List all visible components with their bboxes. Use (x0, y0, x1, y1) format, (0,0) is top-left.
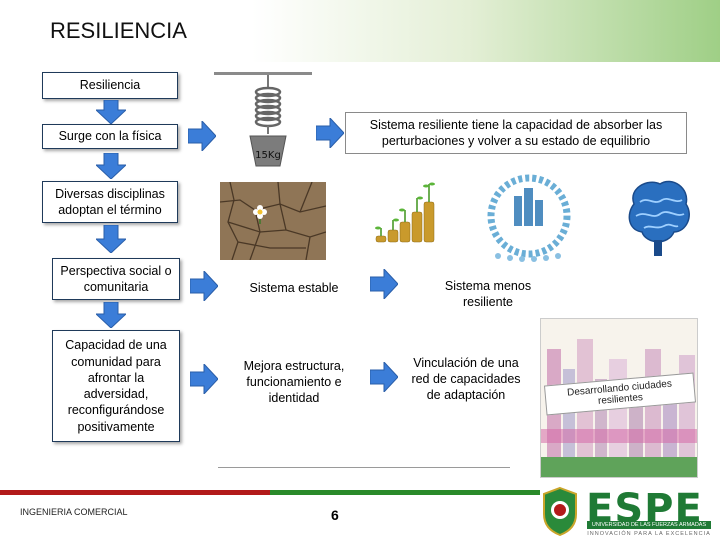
arrow-down-3-icon (96, 225, 126, 253)
page-number: 6 (331, 507, 339, 523)
box-perspectiva: Perspectiva social o comunitaria (52, 258, 180, 300)
espe-logo-tagline: INNOVACIÓN PARA LA EXCELENCIA (587, 531, 711, 537)
box-resiliencia: Resiliencia (42, 72, 178, 99)
vinculacion-text: Vinculación de una red de capacidades de… (411, 355, 521, 403)
sistema-estable-text: Sistema estable (249, 280, 339, 295)
box-disciplinas: Diversas disciplinas adoptan el término (42, 181, 178, 223)
slide-title: RESILIENCIA (50, 18, 187, 43)
arrow-right-6-icon (370, 362, 398, 392)
svg-text:15Kg: 15Kg (255, 150, 281, 161)
sistema-menos-resiliente-text: Sistema menos resiliente (444, 278, 532, 309)
cracked-earth-image (220, 182, 326, 260)
arrow-right-1-icon (188, 121, 216, 151)
arrow-down-2-icon (96, 153, 126, 179)
espe-seal-icon (543, 486, 577, 536)
header-band (0, 0, 720, 62)
mejora-text: Mejora estructura, funcionamiento e iden… (243, 358, 345, 406)
divider-line (218, 467, 510, 468)
espe-logo-subtitle: UNIVERSIDAD DE LAS FUERZAS ARMADAS (587, 521, 711, 529)
arrow-right-2-icon (316, 118, 344, 148)
community-circle-image (487, 174, 571, 262)
box-sistema-resiliente: Sistema resiliente tiene la capacidad de… (345, 112, 687, 154)
footer-left-text: INGENIERIA COMERCIAL (20, 507, 128, 517)
arrow-down-1-icon (96, 100, 126, 124)
coins-plants-image (375, 182, 435, 243)
resilient-cities-poster: Desarrollando ciudades resilientes (540, 318, 698, 478)
spring-weight-image: 15Kg (214, 72, 312, 167)
footer-color-bar (0, 490, 540, 495)
box-surge: Surge con la física (42, 124, 178, 149)
brain-image (628, 180, 690, 256)
arrow-right-5-icon (190, 364, 218, 394)
box-capacidad: Capacidad de una comunidad para afrontar… (52, 330, 180, 442)
arrow-down-4-icon (96, 302, 126, 328)
arrow-right-4-icon (370, 269, 398, 299)
arrow-right-3-icon (190, 271, 218, 301)
